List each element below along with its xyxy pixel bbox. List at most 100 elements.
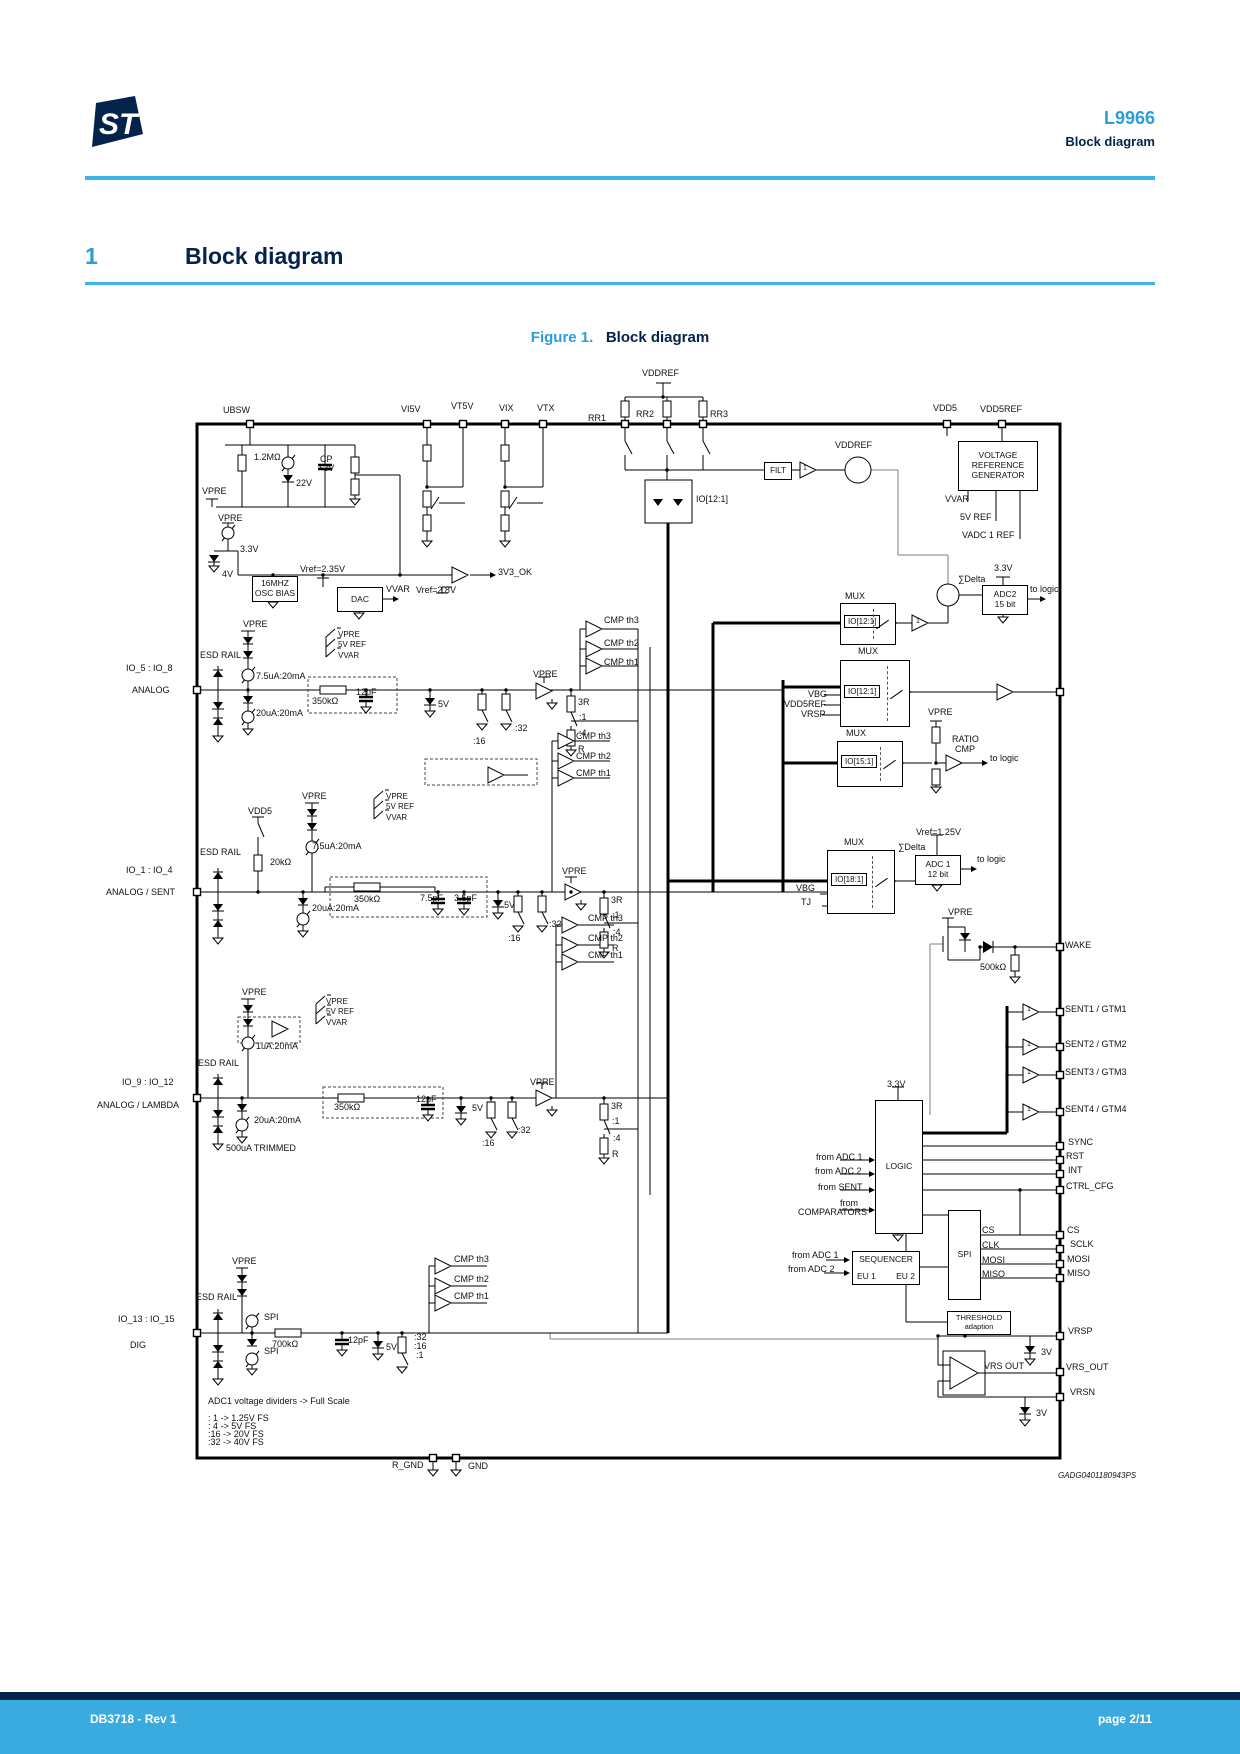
pin <box>1055 1259 1065 1269</box>
diagram-label: SCLK <box>1070 1239 1094 1249</box>
footer-bar: DB3718 - Rev 1 page 2/11 <box>0 1700 1240 1754</box>
diagram-label: VPRE <box>302 791 327 801</box>
diagram-label: CMP th3 <box>576 731 611 741</box>
diagram-label: VT5V <box>451 401 474 411</box>
diagram-label: ESD RAIL <box>196 1292 238 1302</box>
pin <box>192 887 202 897</box>
diagram-label: 1 <box>1027 1069 1031 1076</box>
footer-doc-rev: DB3718 - Rev 1 <box>90 1712 177 1726</box>
mux-channel-tag: IO[15:1] <box>841 755 878 769</box>
diagram-label: :4 <box>613 927 621 937</box>
diagram-label: :1 <box>579 712 587 722</box>
diagram-label: VRS OUT <box>984 1361 1025 1371</box>
diagram-label: CMP th2 <box>588 933 623 943</box>
diagram-label: VPRE <box>326 997 348 1006</box>
diagram-label: CS <box>982 1225 995 1235</box>
diagram-label: INT <box>1068 1165 1083 1175</box>
diagram-label: VI5V <box>401 404 421 414</box>
footer-page-number: page 2/11 <box>1097 1712 1152 1726</box>
block-logic: LOGIC <box>875 1100 923 1234</box>
pin <box>192 1093 202 1103</box>
pin <box>1055 942 1065 952</box>
diagram-label: 5V <box>504 900 516 910</box>
diagram-label: VPRE <box>202 486 227 496</box>
product-title: L9966 <box>1103 108 1155 128</box>
diagram-label: RR2 <box>636 409 655 419</box>
diagram-label: ANALOG / LAMBDA <box>97 1100 180 1110</box>
diagram-label: 3.3V <box>887 1079 906 1089</box>
figure-label: Figure 1. <box>530 329 594 346</box>
diagram-label: 3R <box>611 1101 623 1111</box>
pin <box>451 1453 461 1463</box>
mux-divider <box>887 666 888 721</box>
pin <box>1055 1155 1065 1165</box>
diagram-label: Vref=1.25V <box>916 827 961 837</box>
diagram-label: VPRE <box>386 792 408 801</box>
diagram-label: 7.5uA:20mA <box>256 671 306 681</box>
pin <box>538 419 548 429</box>
diagram-label: ∑Delta <box>958 574 986 584</box>
mux-channel-tag: IO[12:1] <box>844 684 881 698</box>
pin <box>1055 1273 1065 1283</box>
pin <box>1055 1244 1065 1254</box>
diagram-label: 5V REF <box>326 1007 355 1016</box>
diagram-label: VADC 1 REF <box>962 530 1015 540</box>
diagram-label: 3R <box>611 895 623 905</box>
diagram-label: to logic <box>990 753 1019 763</box>
pin <box>458 419 468 429</box>
pin <box>500 419 510 429</box>
diagram-label: 20uA:20mA <box>254 1115 302 1125</box>
diagram-label: 5V <box>472 1103 484 1113</box>
diagram-label: GADG0401180943PS <box>1058 1471 1137 1480</box>
diagram-label: VPRE <box>562 866 587 876</box>
diagram-label: VVAR <box>386 584 410 594</box>
diagram-label: from ADC 2 <box>788 1264 835 1274</box>
diagram-label: IO_1 : IO_4 <box>126 865 173 875</box>
diagram-label: :4 <box>613 1133 621 1143</box>
pin <box>1055 1042 1065 1052</box>
pin <box>1055 1230 1065 1240</box>
diagram-label: MISO <box>1067 1268 1091 1278</box>
pin <box>1055 1331 1065 1341</box>
diagram-label: CMP th1 <box>588 950 623 960</box>
diagram-label: CS <box>1067 1225 1080 1235</box>
diagram-label: VDDREF <box>835 440 873 450</box>
diagram-label: VIX <box>499 403 514 413</box>
diagram-label: SPI <box>264 1346 279 1356</box>
mux-switch <box>875 877 888 888</box>
diagram-label: VBG <box>796 883 816 893</box>
diagram-label: VDD5 <box>248 806 273 816</box>
diagram-label: IO_13 : IO_15 <box>118 1314 175 1324</box>
diagram-label: VVAR <box>326 1018 348 1027</box>
diagram-label: :32 <box>518 1125 531 1135</box>
pin <box>942 419 952 429</box>
diagram-label: :32 <box>414 1332 427 1342</box>
diagram-label: VPRE <box>218 513 243 523</box>
block-mux-ratio: IO[15:1] <box>837 741 903 787</box>
block-mux-adc1: IO[18:1] <box>827 850 895 914</box>
diagram-label: :32 <box>515 723 528 733</box>
diagram-label: ANALOG / SENT <box>106 887 176 897</box>
diagram-label: 350kΩ <box>354 894 381 904</box>
pin <box>1055 1141 1065 1151</box>
pin <box>1055 1392 1065 1402</box>
diagram-label: 7.5uA:20mA <box>312 841 362 851</box>
diagram-label: 1 <box>803 465 807 472</box>
diagram-label: RR1 <box>588 413 607 423</box>
diagram-label: :16 <box>482 1138 495 1148</box>
diagram-label: SENT3 / GTM3 <box>1065 1067 1127 1077</box>
sequencer-eu-label: EU 2 <box>896 1271 915 1282</box>
diagram-label: 4V <box>222 569 234 579</box>
diagram-label: from SENT <box>818 1182 863 1192</box>
diagram-label: to logic <box>977 854 1006 864</box>
mux-divider <box>872 856 873 908</box>
diagram-label: IO_9 : IO_12 <box>122 1077 174 1087</box>
diagram-label: 1 <box>1027 1006 1031 1013</box>
diagram-label: 1uA:20mA <box>256 1041 299 1051</box>
diagram-label: :16 <box>508 933 521 943</box>
